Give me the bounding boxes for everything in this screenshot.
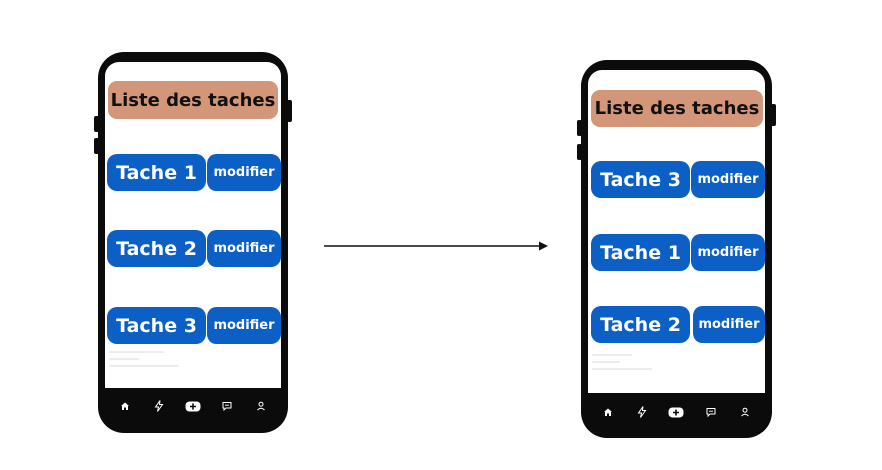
faint-line (592, 361, 620, 363)
modify-button[interactable]: modifier (690, 161, 765, 198)
faint-line (109, 365, 179, 367)
phone-after: Liste des taches Tache 3 modifier Tache … (577, 60, 776, 438)
faint-line (109, 358, 139, 360)
add-icon[interactable] (185, 398, 201, 414)
home-icon[interactable] (600, 404, 616, 420)
add-icon[interactable] (668, 404, 684, 420)
side-button (94, 116, 99, 132)
profile-icon[interactable] (737, 404, 753, 420)
modify-button[interactable]: modifier (206, 230, 281, 267)
faint-line (592, 354, 632, 356)
bolt-icon[interactable] (151, 398, 167, 414)
task-item[interactable]: Tache 1 (107, 154, 206, 191)
task-item[interactable]: Tache 1 (591, 234, 690, 271)
side-button (577, 144, 582, 160)
profile-icon[interactable] (253, 398, 269, 414)
bottom-nav (591, 404, 762, 420)
modify-button[interactable]: modifier (206, 307, 281, 344)
phone-screen: Liste des taches Tache 3 modifier Tache … (588, 70, 765, 393)
modify-button[interactable]: modifier (206, 154, 281, 191)
side-button (94, 138, 99, 154)
faint-line (109, 351, 164, 353)
side-button (287, 100, 292, 122)
header-title: Liste des taches (591, 90, 763, 127)
home-icon[interactable] (117, 398, 133, 414)
modify-button[interactable]: modifier (690, 234, 765, 271)
header-title: Liste des taches (108, 81, 278, 119)
phone-screen: Liste des taches Tache 1 modifier Tache … (105, 62, 281, 388)
transition-arrow (324, 241, 548, 251)
bolt-icon[interactable] (634, 404, 650, 420)
side-button (577, 120, 582, 136)
bottom-nav (108, 398, 278, 414)
message-icon[interactable] (703, 404, 719, 420)
task-item[interactable]: Tache 3 (591, 161, 690, 198)
modify-button[interactable]: modifier (692, 306, 765, 343)
message-icon[interactable] (219, 398, 235, 414)
task-item[interactable]: Tache 2 (591, 306, 690, 343)
side-button (771, 104, 776, 126)
faint-line (592, 368, 652, 370)
phone-before: Liste des taches Tache 1 modifier Tache … (94, 52, 292, 433)
task-item[interactable]: Tache 3 (107, 307, 206, 344)
task-item[interactable]: Tache 2 (107, 230, 206, 267)
